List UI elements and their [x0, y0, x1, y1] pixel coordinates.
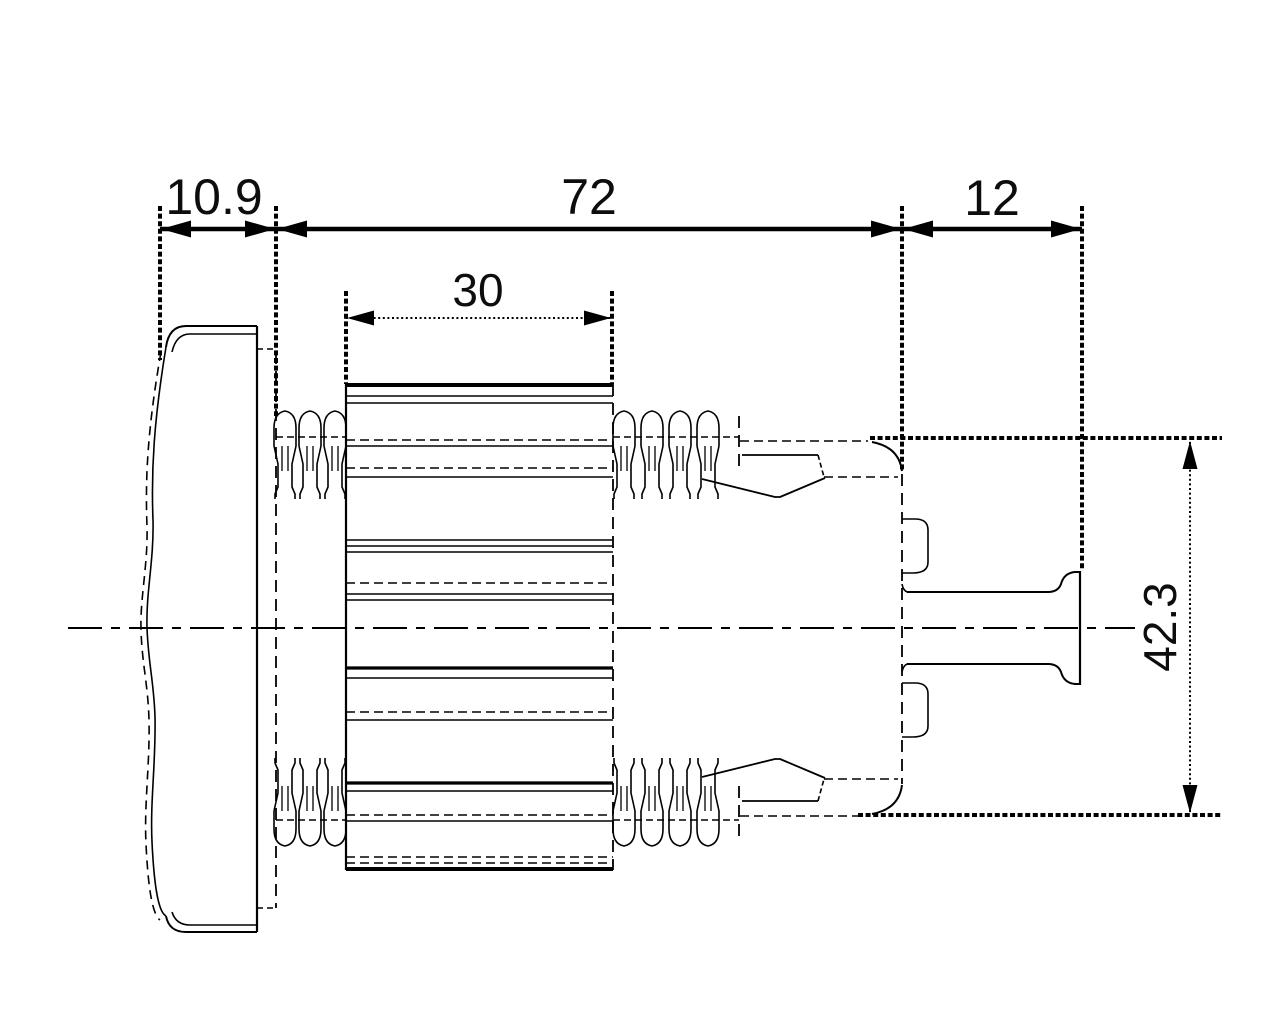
rib-lines-heavy: [346, 666, 613, 785]
body-bottom-corner: [871, 784, 903, 815]
end-cap-top-inner: [171, 333, 257, 353]
body-upper-lug: [902, 518, 929, 574]
shaft: [901, 571, 1082, 685]
arrowhead-right: [245, 220, 275, 238]
dim-72: 72: [276, 169, 904, 471]
end-cap: [140, 325, 277, 933]
shaft-bottom-line: [907, 663, 1080, 685]
shaft-root-fillets: [901, 583, 908, 673]
bellows-hidden-crest-lines: [276, 436, 739, 821]
arrowhead-left: [347, 310, 374, 326]
bellows-sections: [273, 410, 740, 847]
end-cap-left-wavy-solid: [146, 346, 167, 917]
dim-label-12: 12: [964, 170, 1020, 226]
arrowhead-bottom: [1182, 785, 1198, 813]
dim-30: 30: [344, 264, 614, 384]
body-top-step-slope: [817, 454, 825, 478]
body-bottom-step-slope: [817, 778, 825, 802]
body-top-notch: [701, 477, 826, 498]
body-bottom-notch: [701, 758, 826, 779]
arrowhead-right: [871, 220, 901, 238]
arrowhead-top: [1182, 441, 1198, 469]
arrowhead-left: [161, 220, 191, 238]
body-lower-lug: [902, 682, 929, 738]
dim-10-9: 10.9: [158, 169, 278, 416]
body-top-corner: [871, 441, 903, 472]
rib-lines-solid: [346, 395, 613, 822]
arrowhead-left: [903, 220, 933, 238]
dim-label-72: 72: [561, 169, 617, 225]
dim-12: 12: [902, 170, 1084, 570]
end-cap-bottom-outer: [165, 915, 257, 933]
arrowhead-right: [1051, 220, 1081, 238]
dim-42-3: 42.3: [858, 436, 1222, 817]
end-cap-bottom-inner: [171, 911, 257, 926]
end-cap-left-wavy-hidden: [140, 351, 162, 921]
dim-label-30: 30: [452, 264, 503, 316]
bellows-upper-left: [273, 410, 347, 500]
rib-lines-hidden: [346, 439, 613, 864]
dim-label-42-3: 42.3: [1134, 582, 1186, 672]
end-cap-top-outer: [165, 325, 257, 348]
ribbed-cylinder: [344, 383, 614, 871]
bellows-lower: [273, 757, 720, 847]
bellows-upper-right: [612, 410, 720, 500]
arrowhead-left: [277, 220, 307, 238]
arrowhead-right: [584, 310, 611, 326]
dim-label-10-9: 10.9: [165, 169, 262, 225]
shaft-top-line: [907, 571, 1080, 593]
